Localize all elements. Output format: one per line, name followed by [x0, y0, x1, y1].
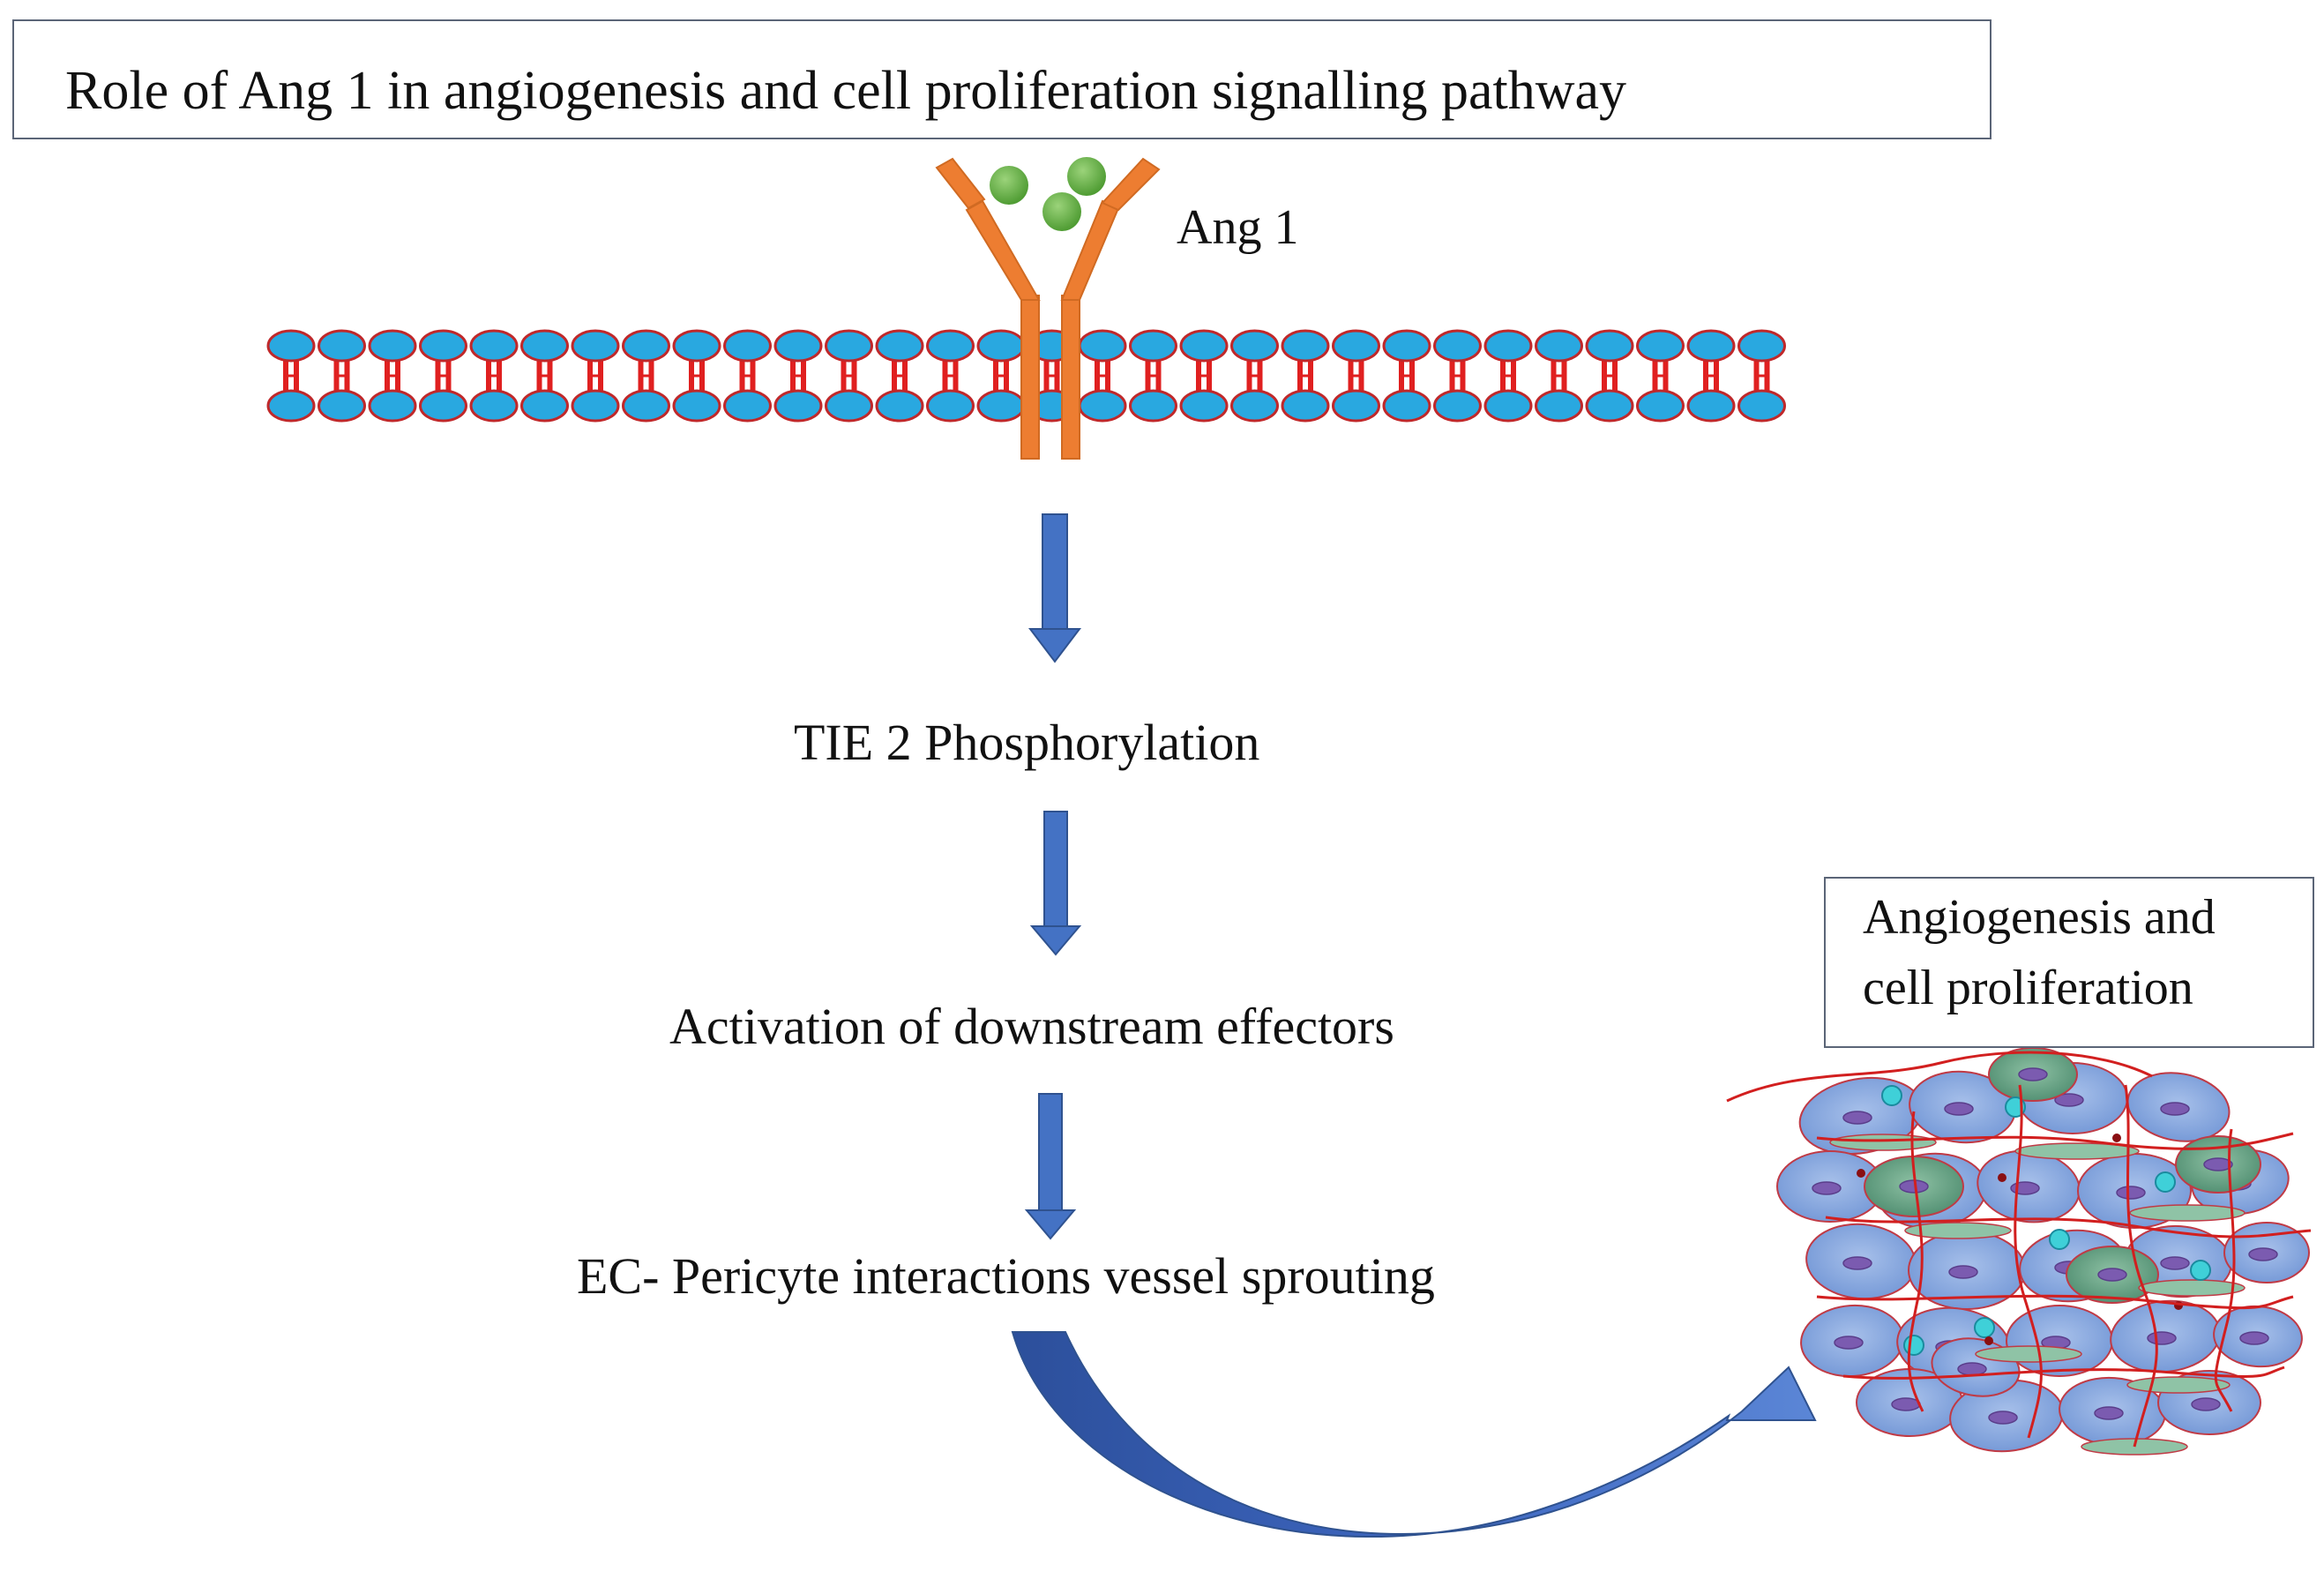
angiogenesis-tissue-illustration	[1726, 1047, 2312, 1456]
arrow-effectors-to-interactions	[1024, 1093, 1077, 1240]
step-ec-pericyte-interactions: EC- Pericyte interactions vessel sprouti…	[577, 1247, 1435, 1305]
result-box: Angiogenesis and cell proliferation	[1824, 877, 2314, 1048]
curved-arrow-to-angiogenesis	[1011, 1331, 1817, 1538]
arrow-membrane-to-tie2	[1027, 513, 1082, 663]
step-activation-of-effectors: Activation of downstream effectors	[669, 998, 1394, 1055]
step-tie2-phosphorylation: TIE 2 Phosphorylation	[794, 714, 1260, 771]
result-line-2: cell proliferation	[1863, 961, 2193, 1015]
diagram-title: Role of Ang 1 in angiogenesis and cell p…	[65, 61, 1627, 121]
title-box: Role of Ang 1 in angiogenesis and cell p…	[12, 19, 1991, 139]
ang1-ligand	[990, 157, 1106, 231]
ang1-label: Ang 1	[1177, 200, 1299, 255]
cell-membrane	[266, 329, 1786, 423]
arrow-tie2-to-effectors	[1029, 811, 1082, 956]
result-line-1: Angiogenesis and	[1863, 890, 2216, 945]
tie2-receptor	[935, 157, 1161, 460]
